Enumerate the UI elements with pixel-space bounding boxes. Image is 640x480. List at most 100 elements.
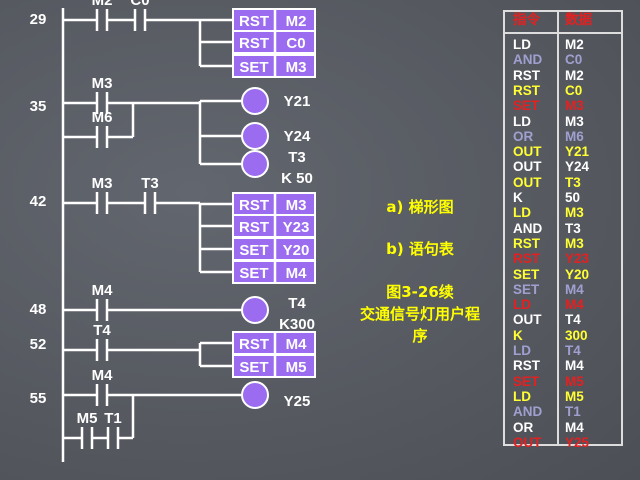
data-cell: T1 <box>565 404 581 420</box>
rung-number: 55 <box>30 390 47 407</box>
coil-label: Y21 <box>284 93 311 110</box>
instruction-cell: SET <box>513 98 540 114</box>
data-cell: M4 <box>565 281 584 297</box>
data-cell: M3 <box>565 235 584 251</box>
instruction-cell: RST <box>513 82 540 98</box>
instruction-cell: OUT <box>513 174 542 190</box>
data-cell: 50 <box>565 190 581 205</box>
box-operand: Y20 <box>283 242 310 259</box>
parallel-contact-label: M6 <box>92 109 113 126</box>
coil-label: T4 <box>288 295 306 312</box>
instruction-cell: LD <box>513 37 531 52</box>
instruction-cell: K <box>513 327 523 343</box>
instruction-cell: SET <box>513 281 540 297</box>
caption-ladder: a) 梯形图 <box>386 198 454 216</box>
box-operand: C0 <box>286 35 305 52</box>
rung-number: 35 <box>30 98 47 115</box>
box-instruction: SET <box>239 359 268 376</box>
data-cell: T3 <box>565 174 581 190</box>
data-cell: Y25 <box>565 434 590 450</box>
instruction-cell: OUT <box>513 434 542 450</box>
contact-label: T3 <box>141 175 159 192</box>
instruction-cell: SET <box>513 266 540 282</box>
data-cell: M4 <box>565 419 584 435</box>
data-cell: C0 <box>565 52 583 68</box>
instruction-cell: SET <box>513 373 540 389</box>
data-cell: Y20 <box>565 266 590 282</box>
box-instruction: RST <box>239 13 269 30</box>
contact-label: C0 <box>130 0 149 9</box>
coil-constant: K300 <box>279 316 315 333</box>
header-data: 数据 <box>565 12 592 28</box>
data-cell: M3 <box>565 205 584 221</box>
data-cell: M3 <box>565 98 584 114</box>
parallel-contact-label: M5 <box>77 410 98 427</box>
instruction-cell: RST <box>513 67 540 83</box>
figure-number: 图3-26续 <box>386 283 454 301</box>
coil-label: T3 <box>288 149 306 166</box>
box-operand: M3 <box>286 59 307 76</box>
caption-statement-list: b) 语句表 <box>386 240 454 258</box>
instruction-cell: RST <box>513 251 540 267</box>
instruction-cell: LD <box>513 113 531 129</box>
instruction-cell: K <box>513 190 523 205</box>
box-instruction: RST <box>239 35 269 52</box>
box-operand: M5 <box>286 359 307 376</box>
data-cell: T3 <box>565 220 581 236</box>
rung-number: 52 <box>30 336 47 353</box>
output-coil <box>241 87 269 115</box>
box-instruction: SET <box>239 265 268 282</box>
coil-label: Y25 <box>284 393 311 410</box>
instruction-cell: LD <box>513 388 531 404</box>
rung-number: 29 <box>30 11 47 28</box>
box-operand: M4 <box>286 336 307 353</box>
data-cell: M2 <box>565 37 584 52</box>
rung-number: 48 <box>30 301 47 318</box>
instruction-cell: LD <box>513 205 531 221</box>
data-cell: Y21 <box>565 144 590 160</box>
box-instruction: RST <box>239 219 269 236</box>
header-divider <box>505 32 621 34</box>
instruction-cell: AND <box>513 220 543 236</box>
data-cell: M2 <box>565 67 584 83</box>
output-coil <box>241 381 269 409</box>
instruction-cell: LD <box>513 297 531 313</box>
output-coil <box>241 296 269 324</box>
box-instruction: RST <box>239 336 269 353</box>
header-instruction: 指令 <box>513 12 540 28</box>
box-instruction: SET <box>239 242 268 259</box>
instruction-cell: OR <box>513 419 534 435</box>
data-cell: M4 <box>565 297 584 313</box>
figure-title: 交通信号灯用户程 <box>359 305 480 323</box>
box-operand: Y23 <box>283 219 310 236</box>
contact-label: M2 <box>92 0 113 9</box>
output-coil <box>241 122 269 150</box>
rung-number: 42 <box>30 193 47 210</box>
contact-label: M3 <box>92 75 113 92</box>
data-cell: T4 <box>565 312 581 328</box>
box-instruction: SET <box>239 59 268 76</box>
data-cell: 300 <box>565 327 588 343</box>
data-cell: T4 <box>565 343 581 358</box>
column-divider <box>557 12 559 444</box>
coil-label: Y24 <box>284 128 311 145</box>
instruction-cell: AND <box>513 404 543 420</box>
data-cell: M3 <box>565 113 584 129</box>
data-cell: C0 <box>565 82 583 98</box>
box-instruction: RST <box>239 197 269 214</box>
contact-label: T4 <box>93 322 111 339</box>
instruction-cell: OUT <box>513 312 542 328</box>
data-cell: M5 <box>565 388 584 404</box>
data-cell: M4 <box>565 358 584 374</box>
box-operand: M3 <box>286 197 307 214</box>
coil-constant: K 50 <box>281 170 313 187</box>
contact-label: M4 <box>92 367 113 384</box>
instruction-cell: OUT <box>513 144 542 160</box>
contact-label: M4 <box>92 282 113 299</box>
data-cell: Y24 <box>565 159 590 175</box>
instruction-cell: RST <box>513 235 540 251</box>
data-cell: M5 <box>565 373 584 389</box>
instruction-cell: OR <box>513 128 534 144</box>
instruction-cell: AND <box>513 52 543 68</box>
